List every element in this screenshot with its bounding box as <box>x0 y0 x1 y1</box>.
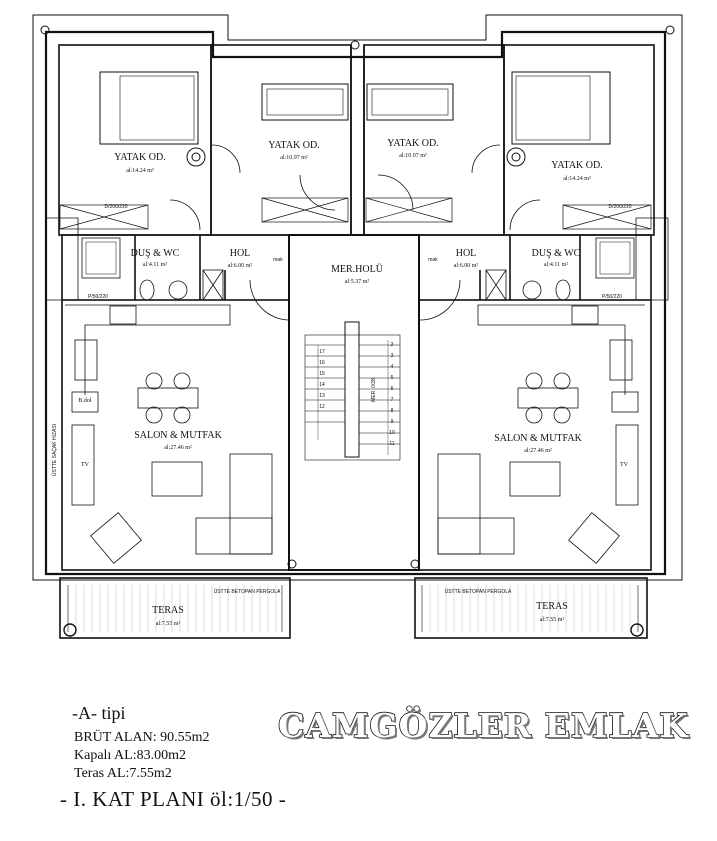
room-area: al:14.24 m² <box>563 176 591 182</box>
stair-step-numbers: 17 16 15 14 13 12 2 3 4 5 6 7 8 9 10 11 <box>319 342 395 447</box>
staircase <box>304 321 401 461</box>
tv-label: TV <box>620 462 629 468</box>
room-area: al:14.24 m² <box>126 168 154 174</box>
stair-step-number: 3 <box>391 353 394 359</box>
room-name: SALON & MUTFAK <box>134 430 222 441</box>
window-code: P/50/220 <box>88 294 108 300</box>
room-name: YATAK OD. <box>114 152 165 163</box>
room-area: al:6.00 m² <box>454 263 479 269</box>
stair-step-number: 5 <box>391 375 394 381</box>
stair-step-number: 9 <box>391 419 394 425</box>
bed-left <box>99 71 206 167</box>
room-area: al:27.46 m² <box>524 448 552 454</box>
stair-step-number: 6 <box>391 386 394 392</box>
stair-step-number: 11 <box>389 441 394 447</box>
room-name: DUŞ & WC <box>131 248 180 259</box>
room-name: HOL <box>456 248 477 259</box>
room-name: YATAK OD. <box>268 140 319 151</box>
dining-set-left <box>137 372 199 424</box>
room-name: YATAK OD. <box>387 138 438 149</box>
pergola-label: ÜSTTE BETOPAN PERGOLA <box>445 588 512 595</box>
stair-step-number: 13 <box>319 393 325 399</box>
room-name: TERAS <box>152 605 184 616</box>
single-beds <box>261 83 454 121</box>
room-area: al:27.46 m² <box>164 445 192 451</box>
room-name: YATAK OD. <box>551 160 602 171</box>
room-name: HOL <box>230 248 251 259</box>
door-code: D/200/220 <box>608 204 631 210</box>
room-area: al:6.00 m² <box>228 263 253 269</box>
stair-step-number: 15 <box>319 371 325 377</box>
room-area: al:5.37 m² <box>345 279 370 285</box>
exterior-walls <box>32 14 683 639</box>
tv-label: TV <box>81 462 90 468</box>
bed-right <box>506 71 611 167</box>
door-code: D/200/220 <box>104 204 127 210</box>
pergola-label: ÜSTTE BETOPAN PERGOLA <box>214 588 281 595</box>
room-labels: YATAK OD. al:14.24 m² YATAK OD. al:10.97… <box>51 138 632 627</box>
living-furniture-left <box>71 424 273 564</box>
room-area: al:4.11 m² <box>143 262 167 268</box>
bathroom-fixtures <box>81 237 635 301</box>
stair-step-number: 2 <box>391 342 394 348</box>
room-name: TERAS <box>536 601 568 612</box>
room-name: DUŞ & WC <box>532 248 581 259</box>
mak-label: mak <box>428 257 438 263</box>
mak-label: mak <box>273 257 283 263</box>
living-furniture-right <box>437 424 639 564</box>
dining-set-right <box>517 372 579 424</box>
stair-step-number: 14 <box>319 382 325 388</box>
room-area: al:7.55 m² <box>540 617 565 623</box>
room-area: al:10.97 m² <box>399 153 427 159</box>
stair-step-number: 4 <box>391 364 394 370</box>
room-name: SALON & MUTFAK <box>494 433 582 444</box>
room-area: al:7.55 m² <box>156 621 181 627</box>
stair-step-number: 10 <box>389 430 395 436</box>
room-area: al:4.11 m² <box>544 262 568 268</box>
stair-step-number: 17 <box>319 349 325 355</box>
wardrobes <box>59 197 652 230</box>
stair-step-number: 12 <box>319 404 325 410</box>
stair-label: MER. 0/28 <box>371 378 377 402</box>
window-code: P/50/220 <box>602 294 622 300</box>
wardrobe-label: B.dol <box>78 398 92 404</box>
room-name: MER.HOLÜ <box>331 263 384 275</box>
stair-step-number: 8 <box>391 408 394 414</box>
room-area: al:10.97 m² <box>280 155 308 161</box>
roof-line-label: ÜSTTE SAÇAK HİZASI <box>51 424 58 476</box>
stair-step-number: 16 <box>319 360 325 366</box>
kitchen-counters <box>65 304 645 413</box>
stair-step-number: 7 <box>391 397 394 403</box>
